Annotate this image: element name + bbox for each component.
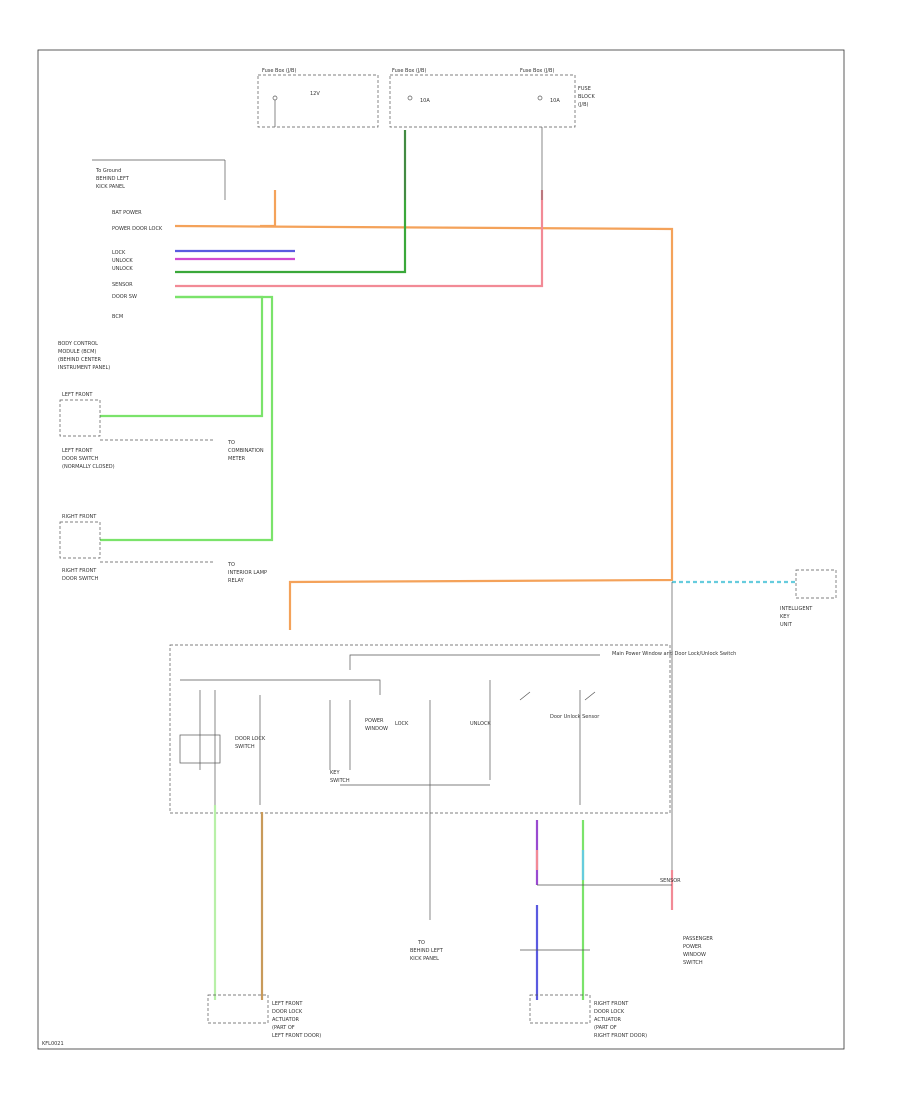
- svg-text:SENSOR: SENSOR: [112, 282, 133, 288]
- svg-text:FUSE: FUSE: [578, 86, 591, 92]
- svg-text:10A: 10A: [420, 98, 430, 104]
- main-switch-block: Main Power Window and Door Lock/Unlock S…: [169, 644, 736, 814]
- svg-text:UNIT: UNIT: [780, 622, 793, 628]
- wire-green-right: [100, 295, 274, 542]
- intelligent-key-unit: INTELLIGENT KEY UNIT: [672, 569, 837, 628]
- diagram-frame: [37, 49, 845, 1050]
- svg-text:ACTUATOR: ACTUATOR: [594, 1017, 622, 1023]
- svg-text:WINDOW: WINDOW: [683, 952, 706, 958]
- diagram-id: KFL0021: [42, 1041, 64, 1047]
- svg-text:SWITCH: SWITCH: [683, 960, 703, 966]
- svg-text:UNLOCK: UNLOCK: [470, 721, 491, 727]
- svg-text:INTELLIGENT: INTELLIGENT: [780, 606, 813, 612]
- svg-text:DOOR SWITCH: DOOR SWITCH: [62, 456, 99, 462]
- right-door-switch: RIGHT FRONT RIGHT FRONT DOOR SWITCH TO I…: [59, 514, 267, 584]
- svg-text:INTERIOR LAMP: INTERIOR LAMP: [228, 570, 267, 576]
- svg-text:BLOCK: BLOCK: [578, 94, 595, 100]
- svg-text:SWITCH: SWITCH: [330, 778, 350, 784]
- svg-text:INSTRUMENT PANEL): INSTRUMENT PANEL): [58, 365, 110, 371]
- svg-text:COMBINATION: COMBINATION: [228, 448, 264, 454]
- svg-text:TO: TO: [417, 940, 425, 946]
- svg-text:LEFT FRONT: LEFT FRONT: [272, 1001, 303, 1007]
- fuse-box-mid: Fuse Box (J/B) 10A 10A: [389, 68, 576, 128]
- wire-pink: [175, 190, 544, 288]
- svg-text:DOOR LOCK: DOOR LOCK: [594, 1009, 625, 1015]
- svg-text:KEY: KEY: [780, 614, 790, 620]
- svg-text:SENSOR: SENSOR: [660, 878, 681, 884]
- svg-text:LEFT FRONT DOOR): LEFT FRONT DOOR): [272, 1033, 321, 1039]
- wire-orange-main: [174, 224, 674, 630]
- bcm-block: BAT POWER POWER DOOR LOCK LOCK UNLOCK UN…: [58, 210, 163, 371]
- svg-text:12V: 12V: [310, 91, 320, 97]
- svg-text:ACTUATOR: ACTUATOR: [272, 1017, 300, 1023]
- svg-text:POWER DOOR LOCK: POWER DOOR LOCK: [112, 226, 163, 232]
- fuse-box-left: Fuse Box (J/B) 12V: [257, 68, 379, 128]
- svg-text:Fuse Box (J/B): Fuse Box (J/B): [520, 68, 554, 74]
- svg-text:LEFT FRONT: LEFT FRONT: [62, 448, 93, 454]
- svg-text:METER: METER: [228, 456, 246, 462]
- svg-text:(J/B): (J/B): [578, 102, 589, 108]
- svg-text:RELAY: RELAY: [228, 578, 245, 584]
- passenger-switch-label: PASSENGER POWER WINDOW SWITCH SENSOR: [660, 878, 713, 966]
- svg-text:Fuse Box (J/B): Fuse Box (J/B): [262, 68, 296, 74]
- svg-text:(NORMALLY CLOSED): (NORMALLY CLOSED): [62, 464, 115, 470]
- svg-text:Fuse Box (J/B): Fuse Box (J/B): [392, 68, 426, 74]
- svg-text:DOOR LOCK: DOOR LOCK: [272, 1009, 303, 1015]
- svg-text:(PART OF: (PART OF: [272, 1025, 295, 1031]
- fuse-box-right: Fuse Box (J/B) FUSE BLOCK (J/B): [520, 68, 595, 108]
- svg-text:PASSENGER: PASSENGER: [683, 936, 713, 942]
- svg-text:UNLOCK: UNLOCK: [112, 258, 133, 264]
- svg-text:LEFT FRONT: LEFT FRONT: [62, 392, 93, 398]
- svg-text:RIGHT FRONT DOOR): RIGHT FRONT DOOR): [594, 1033, 647, 1039]
- svg-text:TO: TO: [227, 440, 235, 446]
- svg-text:BEHIND LEFT: BEHIND LEFT: [96, 176, 130, 182]
- svg-text:BODY CONTROL: BODY CONTROL: [58, 341, 98, 347]
- right-actuator: RIGHT FRONT DOOR LOCK ACTUATOR (PART OF …: [520, 949, 647, 1039]
- left-door-switch: LEFT FRONT LEFT FRONT DOOR SWITCH (NORMA…: [59, 392, 264, 470]
- svg-text:WINDOW: WINDOW: [365, 726, 388, 732]
- ground-bottom: TO BEHIND LEFT KICK PANEL: [410, 940, 444, 962]
- svg-text:LOCK: LOCK: [112, 250, 126, 256]
- svg-text:BAT POWER: BAT POWER: [112, 210, 142, 216]
- wire-orange-stub: [260, 190, 277, 228]
- svg-text:10A: 10A: [550, 98, 560, 104]
- svg-text:MODULE (BCM): MODULE (BCM): [58, 349, 96, 355]
- svg-text:LOCK: LOCK: [395, 721, 409, 727]
- svg-text:BCM: BCM: [112, 314, 123, 320]
- svg-text:KICK PANEL: KICK PANEL: [96, 184, 125, 190]
- svg-text:POWER: POWER: [365, 718, 384, 724]
- svg-text:Door Unlock Sensor: Door Unlock Sensor: [550, 714, 600, 720]
- svg-text:SWITCH: SWITCH: [235, 744, 255, 750]
- svg-text:TO: TO: [227, 562, 235, 568]
- svg-text:(BEHIND CENTER: (BEHIND CENTER: [58, 357, 102, 363]
- svg-text:DOOR SW: DOOR SW: [112, 294, 137, 300]
- svg-text:POWER: POWER: [683, 944, 702, 950]
- svg-text:BEHIND LEFT: BEHIND LEFT: [410, 948, 444, 954]
- svg-text:DOOR LOCK: DOOR LOCK: [235, 736, 266, 742]
- svg-text:Main Power Window and Door Loc: Main Power Window and Door Lock/Unlock S…: [612, 651, 736, 657]
- svg-text:KEY: KEY: [330, 770, 340, 776]
- svg-text:DOOR SWITCH: DOOR SWITCH: [62, 576, 99, 582]
- svg-text:RIGHT FRONT: RIGHT FRONT: [62, 514, 97, 520]
- svg-text:RIGHT FRONT: RIGHT FRONT: [62, 568, 97, 574]
- svg-text:KICK PANEL: KICK PANEL: [410, 956, 439, 962]
- left-actuator: LEFT FRONT DOOR LOCK ACTUATOR (PART OF L…: [207, 994, 321, 1039]
- svg-text:(PART OF: (PART OF: [594, 1025, 617, 1031]
- ground-top: To Ground BEHIND LEFT KICK PANEL: [92, 159, 226, 200]
- wire-green-left: [100, 295, 264, 418]
- svg-text:To Ground: To Ground: [95, 168, 121, 174]
- svg-text:UNLOCK: UNLOCK: [112, 266, 133, 272]
- svg-text:RIGHT FRONT: RIGHT FRONT: [594, 1001, 629, 1007]
